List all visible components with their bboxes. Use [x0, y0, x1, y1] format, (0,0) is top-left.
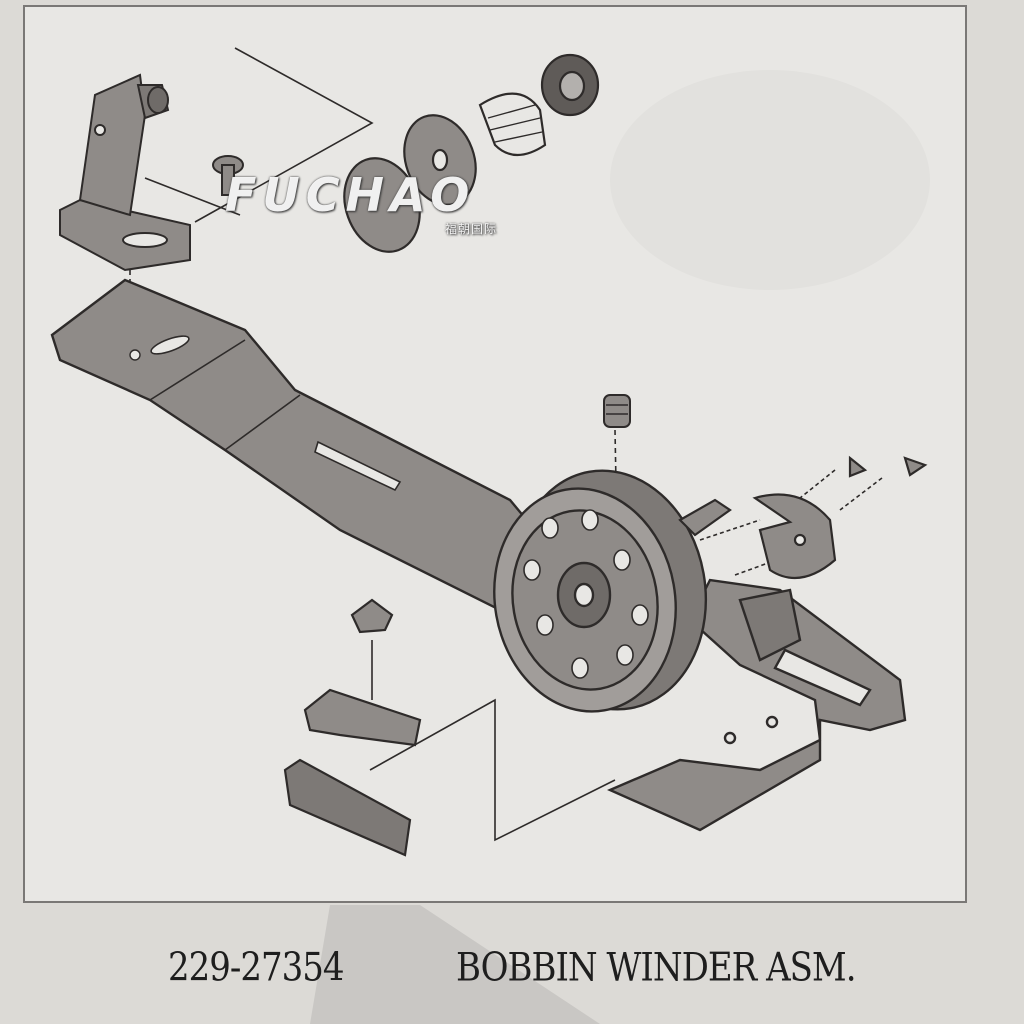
base-bracket: [607, 578, 907, 832]
winder-wheel: [493, 469, 708, 713]
background-smudge: [310, 905, 600, 1024]
screw-top: [212, 155, 244, 196]
assembly-title: BOBBIN WINDER ASM.: [456, 945, 857, 991]
brand-watermark: FUCHAO 福朝国际: [225, 168, 525, 248]
washer-large: [343, 157, 421, 253]
watermark-subtitle: 福朝国际: [445, 222, 498, 236]
set-screw: [603, 394, 631, 428]
bar-block: [283, 758, 412, 857]
thumb-screw: [350, 598, 394, 634]
guide-lines: [129, 47, 883, 842]
clip-part: [303, 688, 422, 747]
bottom-parts: [283, 598, 422, 857]
diagram-caption: 229-27354 BOBBIN WINDER ASM.: [0, 945, 1024, 998]
latch-piece: [678, 455, 928, 580]
top-bracket: [59, 73, 191, 272]
wheel-parts: [343, 53, 600, 253]
part-number: 229-27354: [168, 945, 345, 991]
watermark-brand: FUCHAO: [225, 168, 476, 222]
background-smudge: [610, 70, 930, 290]
